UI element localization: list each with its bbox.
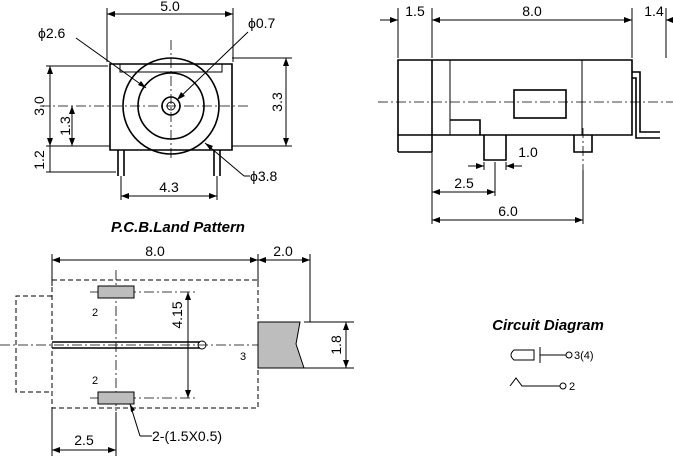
contact-icon [509, 377, 560, 387]
dim-pad-offset: 2.5 [74, 432, 94, 448]
dim-pin-width: 1.0 [518, 144, 538, 160]
dim-overhang: 2.0 [273, 243, 293, 259]
dim-leg: 1.2 [31, 150, 47, 170]
dim-length: 8.0 [145, 243, 165, 259]
pin-label-tab: 3 [240, 351, 246, 363]
circuit-diagram: Circuit Diagram 3(4) 2 [492, 317, 604, 393]
circuit-pin-a: 3(4) [574, 350, 594, 362]
dim-rear-pin: 6.0 [498, 203, 518, 219]
plug-icon [510, 349, 535, 361]
circuit-title: Circuit Diagram [492, 317, 604, 334]
pad-label: 2-(1.5X0.5) [152, 428, 222, 444]
dim-width: 5.0 [160, 0, 180, 14]
dim-pin-pos: 2.5 [454, 175, 474, 191]
dim-hole-large: ϕ2.6 [38, 25, 66, 41]
pcb-title: P.C.B.Land Pattern [111, 219, 245, 236]
pin-label-bottom: 2 [92, 375, 98, 387]
pin-label-top: 2 [92, 307, 98, 319]
dim-left: 1.5 [405, 3, 425, 19]
dim-pad-pitch: 4.15 [169, 301, 185, 328]
dim-right: 1.4 [644, 3, 664, 19]
dim-hole-small: ϕ0.7 [248, 15, 276, 31]
dim-center-height: 1.3 [57, 116, 73, 136]
dim-tab: 1.8 [328, 335, 344, 355]
pcb-land-pattern: P.C.B.Land Pattern 8.0 2.0 2 2 4.1 [0, 219, 354, 456]
side-view: 1.5 8.0 1.4 1.0 2.5 [378, 3, 673, 224]
dim-body: 8.0 [522, 3, 542, 19]
circuit-pin-b: 2 [569, 381, 575, 393]
pad-top [97, 285, 135, 299]
front-view: 5.0 ϕ2.6 ϕ0.7 ϕ3.8 [31, 0, 292, 200]
tab-pad [257, 321, 305, 369]
dim-outer-dia: ϕ3.8 [250, 168, 278, 184]
dim-pin-pitch: 4.3 [159, 179, 179, 195]
dim-height-total: 3.0 [31, 96, 47, 116]
pad-bottom [97, 391, 135, 405]
dim-right-height: 3.3 [269, 92, 285, 112]
